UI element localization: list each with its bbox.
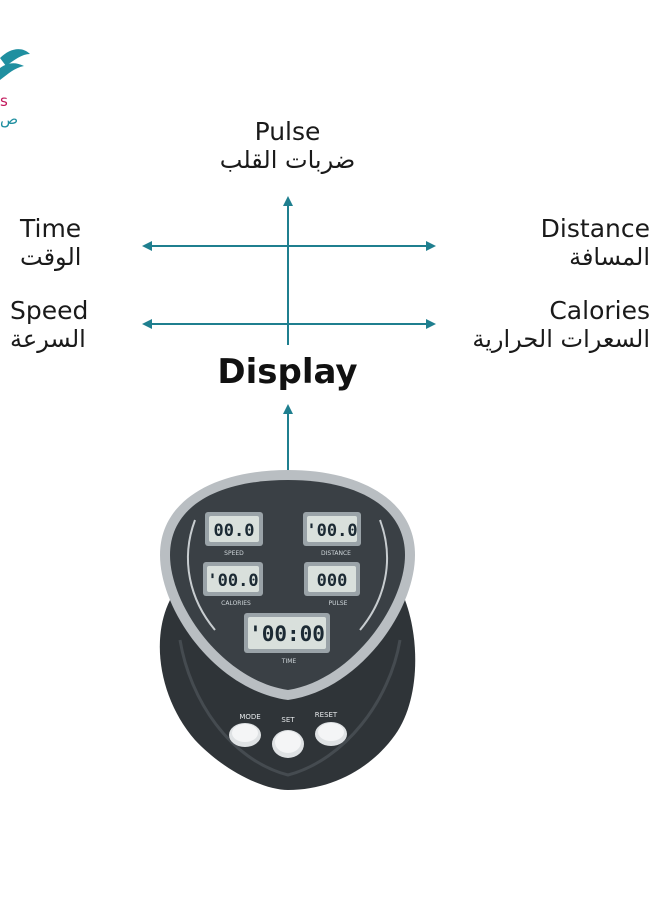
time-value: '00:00	[249, 622, 325, 646]
time-label-ar: الوقت	[20, 242, 82, 271]
calories-caption: CALORIES	[221, 600, 251, 607]
time-label: Time الوقت	[20, 214, 82, 271]
distance-screen: '00.0 DISTANCE	[303, 512, 361, 557]
mode-button[interactable]: MODE	[229, 713, 261, 747]
distance-label: Distance المسافة	[540, 214, 650, 271]
speed-label-en: Speed	[10, 296, 89, 325]
speed-caption: SPEED	[224, 550, 244, 557]
distance-label-en: Distance	[540, 214, 650, 243]
brand-logo: s ص	[0, 49, 30, 128]
reset-button[interactable]: RESET	[315, 711, 347, 746]
calories-screen: '00.0 CALORIES	[203, 562, 263, 607]
reset-button-label: RESET	[315, 711, 338, 719]
svg-text:ص: ص	[0, 110, 18, 128]
distance-caption: DISTANCE	[321, 550, 351, 557]
pulse-label: Pulse ضربات القلب	[205, 117, 370, 174]
pulse-label-ar: ضربات القلب	[219, 145, 356, 174]
distance-value: '00.0	[306, 521, 357, 541]
pulse-screen: 000 PULSE	[304, 562, 360, 607]
pulse-label-en: Pulse	[254, 117, 321, 146]
calories-label-en: Calories	[549, 296, 650, 325]
speed-value: 00.0	[214, 521, 255, 541]
set-button-label: SET	[281, 716, 295, 724]
speed-label: Speed السرعة	[10, 296, 89, 353]
mode-button-label: MODE	[239, 713, 260, 721]
speed-label-ar: السرعة	[10, 324, 86, 353]
set-button[interactable]: SET	[272, 716, 304, 758]
distance-label-ar: المسافة	[569, 242, 650, 271]
calories-label-ar: السعرات الحرارية	[472, 324, 650, 353]
calories-value: '00.0	[207, 571, 258, 591]
display-title: Display	[217, 352, 358, 392]
svg-text:s: s	[0, 92, 8, 110]
speed-screen: 00.0 SPEED	[205, 512, 263, 557]
time-screen: '00:00 TIME	[244, 613, 330, 665]
pulse-caption: PULSE	[329, 600, 348, 607]
time-label-en: Time	[20, 214, 82, 243]
time-caption: TIME	[281, 658, 297, 665]
exercise-console: 00.0 SPEED '00.0 DISTANCE '00.0 CALORIES…	[159, 470, 416, 790]
pulse-value: 000	[317, 571, 348, 591]
calories-label: Calories السعرات الحرارية	[472, 296, 650, 353]
